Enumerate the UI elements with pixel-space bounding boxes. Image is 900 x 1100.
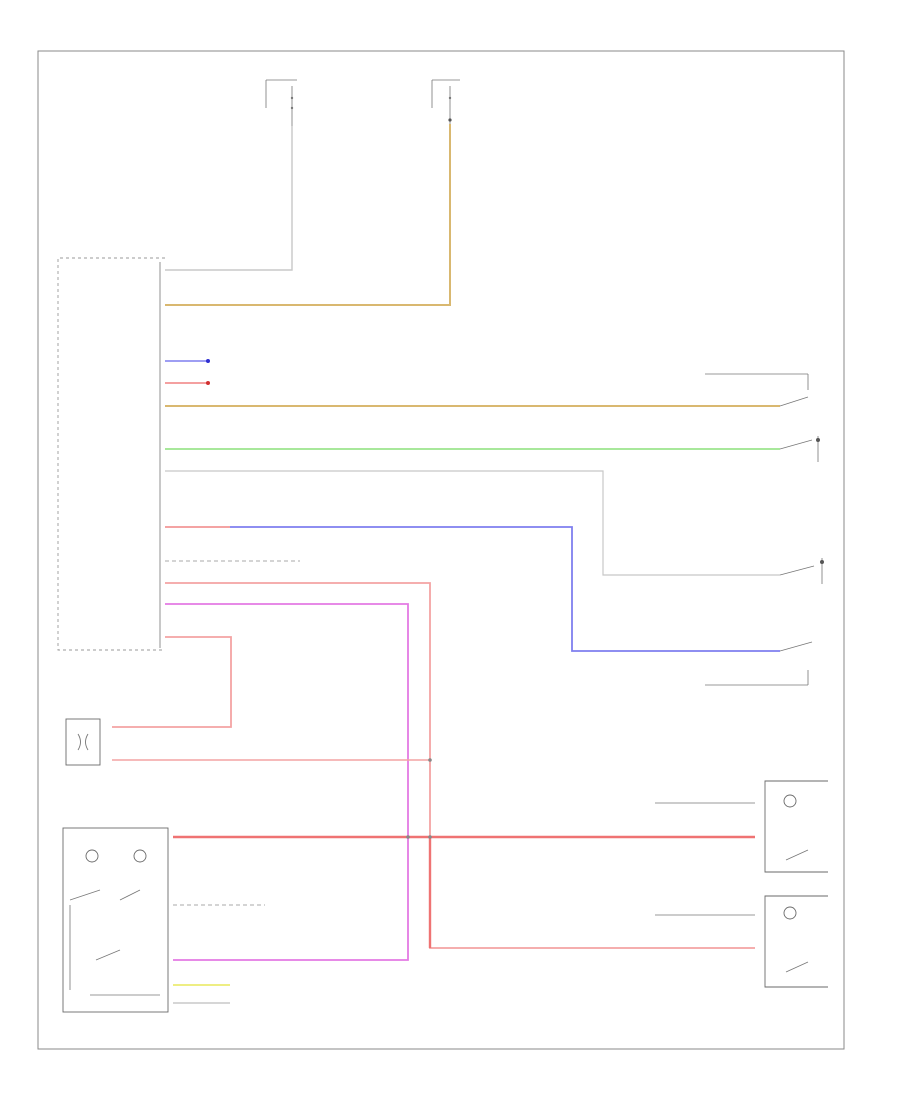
fuse-left <box>265 79 297 126</box>
diagram-frame <box>37 50 845 1050</box>
wire-pink-room-power <box>165 582 755 949</box>
can-h-terminal <box>206 359 210 363</box>
map-lamp-bulb-right-icon <box>133 849 147 863</box>
left-rear-door-lamp <box>655 895 828 988</box>
rear-right-lamp-bulb-icon <box>783 794 797 808</box>
luggage-lamp <box>65 718 101 766</box>
wire-orange-batt2 <box>165 124 451 306</box>
switch-front-right-door <box>779 436 820 462</box>
wire-violet-room-timer <box>165 603 409 961</box>
switch-front-left-door <box>705 373 809 407</box>
wire-white-rear-rh <box>165 470 780 576</box>
rear-right-door-lamp <box>655 780 828 873</box>
splice-dot <box>428 835 432 839</box>
can-l-terminal <box>206 381 210 385</box>
wire-pink-luggage <box>112 636 232 728</box>
wire-blue-rear-lh <box>230 526 780 652</box>
fuse-right <box>431 79 460 124</box>
wire-white-batt1 <box>165 126 293 271</box>
map-lamp <box>62 827 169 1013</box>
splice-dot <box>406 835 410 839</box>
switch-rear-right-door <box>779 558 824 584</box>
switch-rear-left-door <box>705 641 813 686</box>
splice-dot <box>428 758 432 762</box>
left-rear-lamp-bulb-icon <box>783 906 797 920</box>
body-control-module <box>57 257 165 651</box>
map-lamp-bulb-left-icon <box>85 849 99 863</box>
